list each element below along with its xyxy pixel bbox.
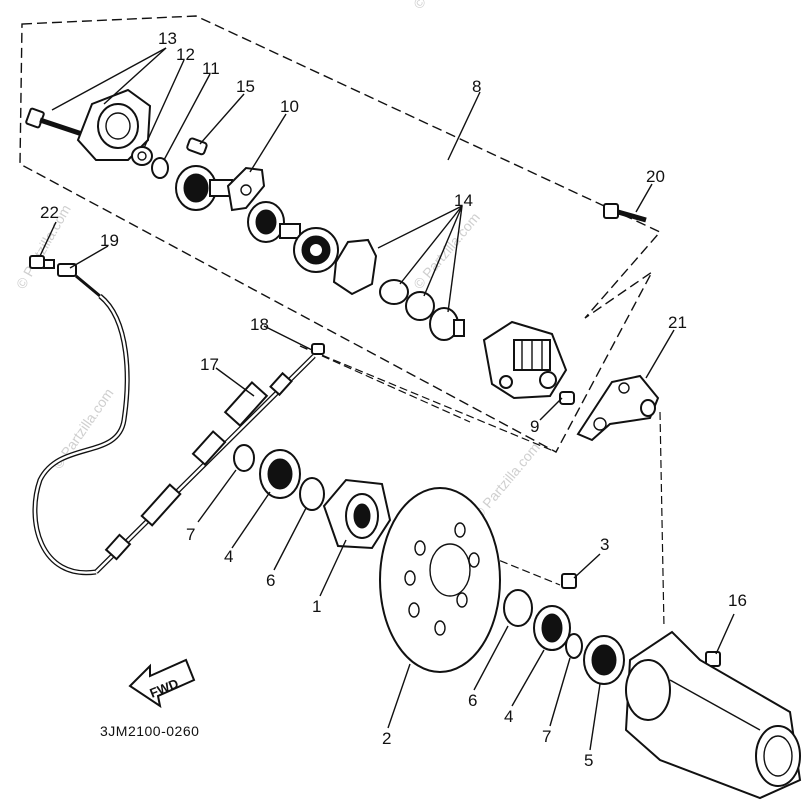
callout-22: 22 xyxy=(40,203,59,222)
callout-7-left: 7 xyxy=(186,525,195,544)
callout-6-left: 6 xyxy=(266,571,275,590)
callout-7-right: 7 xyxy=(542,727,551,746)
bleed-screw-9 xyxy=(559,391,575,405)
seal-14 xyxy=(405,291,435,321)
callout-14: 14 xyxy=(454,191,473,210)
cable-fitting-21 xyxy=(57,263,101,298)
gear-shaft xyxy=(247,201,301,243)
assembly-outline xyxy=(19,15,662,453)
circlip-7-right xyxy=(565,633,583,659)
bracket-10 xyxy=(226,166,266,212)
brake-caliper xyxy=(482,320,568,400)
gear-11 xyxy=(151,157,233,211)
callout-13: 13 xyxy=(158,29,177,48)
washer-12 xyxy=(131,146,153,166)
seal-5 xyxy=(583,635,625,685)
cable-assembly-16 xyxy=(94,354,316,574)
callout-20: 21 xyxy=(668,313,687,332)
brake-cable-inner xyxy=(33,295,129,574)
callout-11: 11 xyxy=(202,59,220,78)
bracket-20 xyxy=(576,374,660,442)
watermark: © Partzilla.com xyxy=(470,439,543,522)
axle-housing xyxy=(624,630,802,800)
leader-lines xyxy=(39,47,735,751)
bearing xyxy=(293,227,339,273)
pin-15 xyxy=(186,137,208,156)
watermark: © Partzilla.com xyxy=(410,0,483,12)
callout-12: 12 xyxy=(176,45,195,64)
drawing-code: 3JM2100-0260 xyxy=(100,723,199,739)
clip-17 xyxy=(311,343,325,355)
watermark: © Partzilla.com xyxy=(410,209,483,292)
callout-9: 9 xyxy=(530,417,539,436)
washer-12-hole xyxy=(137,151,147,161)
callout-1: 1 xyxy=(312,597,321,616)
hub-leader xyxy=(659,411,665,629)
callout-2: 2 xyxy=(382,729,391,748)
hub-1 xyxy=(322,478,392,550)
bearing-4-right xyxy=(533,605,571,651)
callout-19: 20 xyxy=(646,167,665,186)
o-ring-6-right xyxy=(503,589,533,627)
bolt-3 xyxy=(561,573,577,589)
callout-17: 18 xyxy=(250,315,269,334)
o-ring-6-left xyxy=(299,477,325,511)
piston-14 xyxy=(429,307,465,341)
callout-10: 10 xyxy=(280,97,299,116)
assembly-leader xyxy=(299,345,471,423)
cable-fitting-22 xyxy=(29,255,55,269)
brake-disc-2 xyxy=(379,487,501,673)
callouts: 13 12 11 15 10 8 14 20 21 9 22 19 18 17 … xyxy=(40,29,747,770)
callout-3: 3 xyxy=(600,535,609,554)
cover-plate xyxy=(76,88,152,161)
gasket xyxy=(332,238,378,296)
bolt-13 xyxy=(25,107,89,139)
bolt-19 xyxy=(603,203,647,223)
circlip-7-left xyxy=(233,444,255,472)
bearing-4-left xyxy=(259,449,301,499)
bracket-10-hole xyxy=(240,184,252,196)
callout-8: 8 xyxy=(472,77,481,96)
callout-5: 5 xyxy=(584,751,593,770)
assembly-leader xyxy=(299,345,557,453)
callout-18: 16 xyxy=(728,591,747,610)
callout-4-left: 4 xyxy=(224,547,233,566)
callout-6-right: 6 xyxy=(468,691,477,710)
fwd-arrow: FWD xyxy=(128,658,196,709)
callout-15: 15 xyxy=(236,77,255,96)
callout-4-right: 4 xyxy=(504,707,513,726)
o-ring-14 xyxy=(379,279,409,305)
callout-16: 17 xyxy=(200,355,219,374)
callout-21: 19 xyxy=(100,231,119,250)
watermarks: © Partzilla.com © Partzilla.com © Partzi… xyxy=(13,0,543,522)
bolt-18 xyxy=(705,651,721,667)
